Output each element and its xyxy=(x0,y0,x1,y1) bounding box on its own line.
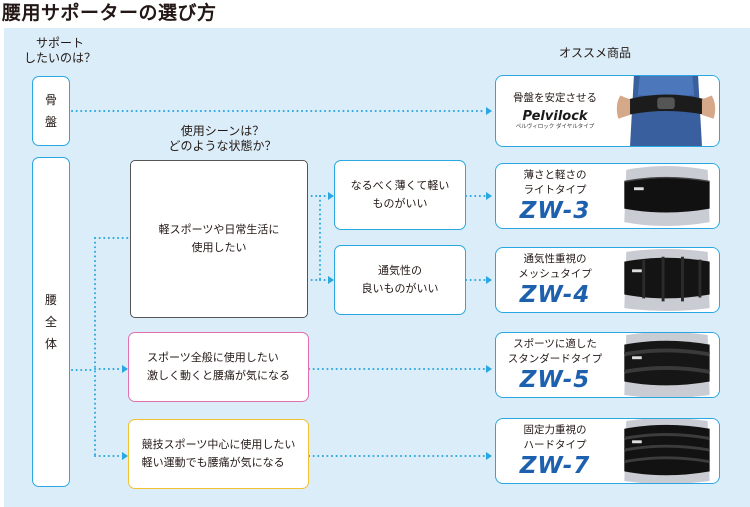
product-logo-sub: ペルヴィロック ダイヤルタイプ xyxy=(515,124,595,130)
product-name: ZW-3 xyxy=(519,198,591,224)
product-desc: 薄さと軽さの ライトタイプ xyxy=(523,169,587,196)
product-name: ZW-4 xyxy=(519,282,591,308)
zw-4-product-image xyxy=(614,248,718,312)
scene-light-sports-label: 軽スポーツや日常生活に 使用したい xyxy=(158,223,280,254)
scene-intense-sports-label: スポーツ全般に使用したい 激しく動くと腰痛が気になる xyxy=(147,351,290,382)
scene-question-header: 使用シーンは？ どのような状態か？ xyxy=(168,124,277,153)
product-desc: 固定力重視の ハードタイプ xyxy=(523,424,587,451)
product-zw-4-text: 通気性重視の メッシュタイプ ZW-4 xyxy=(496,248,614,312)
product-name: ZW-5 xyxy=(519,367,591,393)
area-waist[interactable]: 腰 全 体 xyxy=(32,157,70,487)
area-waist-char: 腰 xyxy=(44,293,57,307)
product-pelvilock-text: 骨盤を安定させる Pelvilock ペルヴィロック ダイヤルタイプ xyxy=(496,76,614,146)
page-title: 腰用サポーターの選び方 xyxy=(2,2,217,24)
scene-breathable-label: 通気性の 良いものがいい xyxy=(361,264,439,295)
product-zw-4[interactable]: 通気性重視の メッシュタイプ ZW-4 xyxy=(495,247,720,313)
area-pelvis-char: 盤 xyxy=(44,115,57,129)
area-waist-char: 体 xyxy=(44,337,57,351)
zw-7-product-image xyxy=(614,419,718,483)
product-zw-3[interactable]: 薄さと軽さの ライトタイプ ZW-3 xyxy=(495,163,720,229)
scene-light-sports[interactable]: 軽スポーツや日常生活に 使用したい xyxy=(130,160,308,318)
product-name: ZW-7 xyxy=(519,453,591,479)
scene-thin-light[interactable]: なるべく薄くて軽い ものがいい xyxy=(334,160,466,230)
scene-breathable[interactable]: 通気性の 良いものがいい xyxy=(334,245,466,315)
product-logo: Pelvilock xyxy=(522,109,588,124)
pelvilock-product-image xyxy=(614,76,718,146)
scene-intense-sports[interactable]: スポーツ全般に使用したい 激しく動くと腰痛が気になる xyxy=(128,332,309,402)
product-pelvilock[interactable]: 骨盤を安定させる Pelvilock ペルヴィロック ダイヤルタイプ xyxy=(495,75,720,147)
area-pelvis[interactable]: 骨 盤 xyxy=(32,76,70,146)
product-zw-5[interactable]: スポーツに適した スタンダードタイプ ZW-5 xyxy=(495,332,720,398)
product-desc: 骨盤を安定させる xyxy=(513,92,597,104)
zw-5-product-image xyxy=(614,333,718,397)
product-zw-7[interactable]: 固定力重視の ハードタイプ ZW-7 xyxy=(495,418,720,484)
product-desc: 通気性重視の メッシュタイプ xyxy=(518,253,592,280)
scene-competitive-label: 競技スポーツ中心に使用したい 軽い運動でも腰痛が気になる xyxy=(141,438,296,469)
support-question-header: サポート したいのは？ xyxy=(23,36,96,65)
zw-3-product-image xyxy=(614,164,718,228)
recommended-header: オススメ商品 xyxy=(558,46,631,60)
product-zw-7-text: 固定力重視の ハードタイプ ZW-7 xyxy=(496,419,614,483)
area-waist-char: 全 xyxy=(44,315,57,329)
scene-competitive[interactable]: 競技スポーツ中心に使用したい 軽い運動でも腰痛が気になる xyxy=(128,419,309,489)
area-pelvis-char: 骨 xyxy=(44,93,57,107)
scene-thin-light-label: なるべく薄くて軽い ものがいい xyxy=(350,179,450,210)
product-zw-3-text: 薄さと軽さの ライトタイプ ZW-3 xyxy=(496,164,614,228)
product-desc: スポーツに適した スタンダードタイプ xyxy=(507,338,603,365)
product-zw-5-text: スポーツに適した スタンダードタイプ ZW-5 xyxy=(496,333,614,397)
